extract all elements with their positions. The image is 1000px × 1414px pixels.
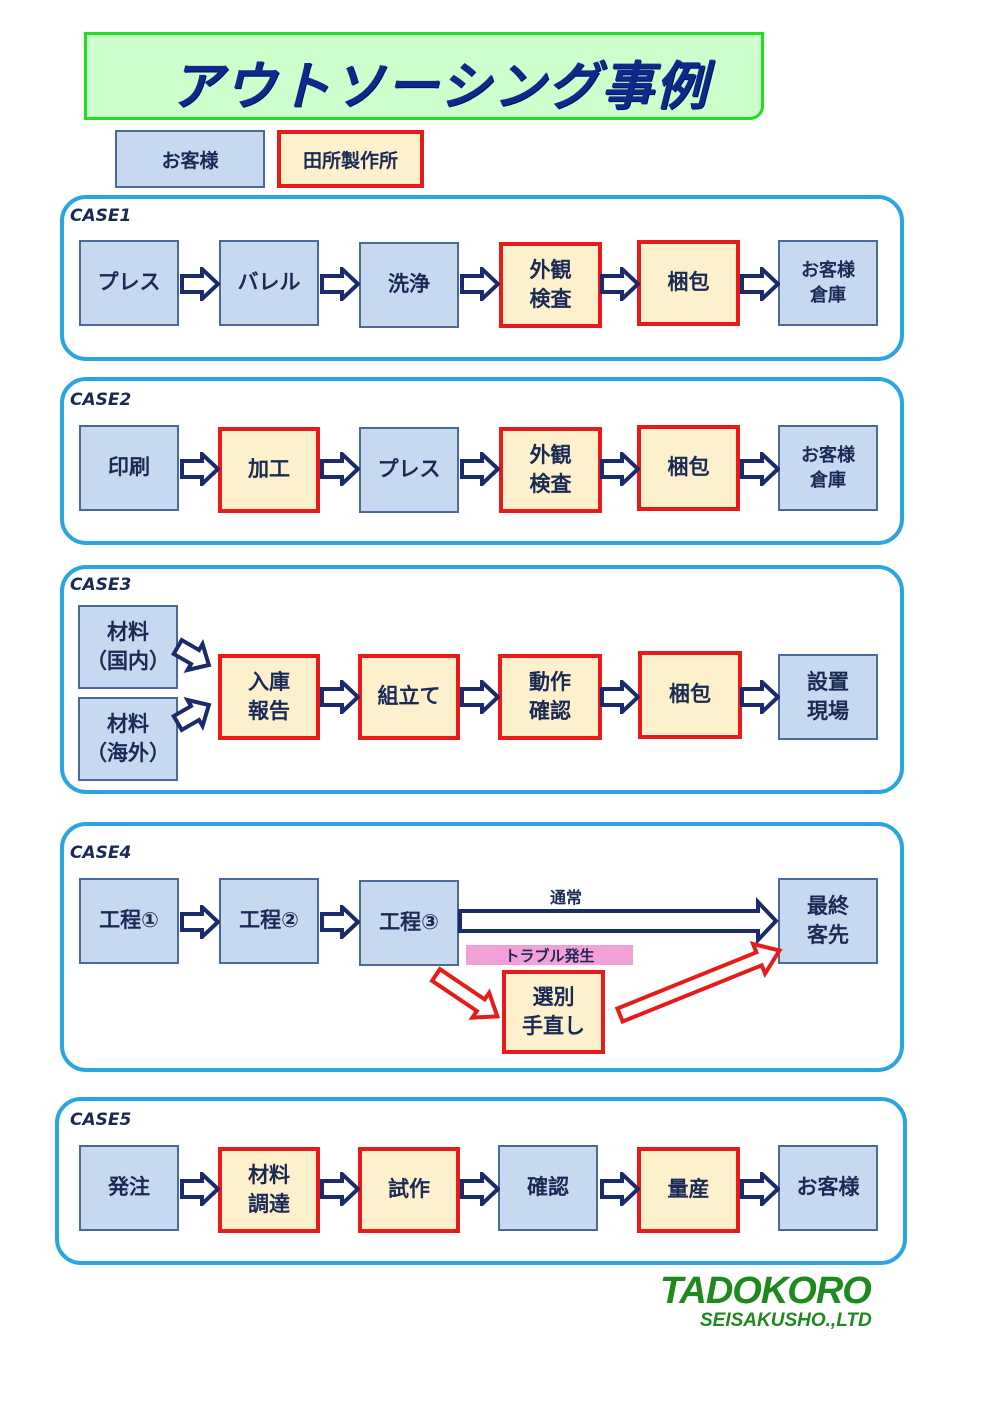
case-4-label: CASE4 (70, 843, 132, 863)
case-1-step-1: プレス (79, 240, 179, 326)
case-4-step-2: 工程② (219, 878, 319, 964)
case-3-label: CASE3 (70, 575, 132, 595)
company-logo-main: TADOKORO (660, 1270, 872, 1312)
case-5-step-5: 量産 (637, 1147, 740, 1233)
case-4-trouble-label: トラブル発生 (466, 945, 633, 965)
legend-tadokoro: 田所製作所 (277, 130, 424, 188)
case-1-label: CASE1 (70, 206, 132, 226)
case-3-panel (60, 565, 904, 794)
case-5-step-4: 確認 (498, 1145, 598, 1231)
case-3-step-5: 設置 現場 (778, 654, 878, 740)
case-1-step-2: バレル (219, 240, 319, 326)
case-4-normal-label: 通常 (550, 888, 583, 907)
case-3-step-1: 入庫 報告 (218, 654, 320, 740)
company-logo-sub: SEISAKUSHO.,LTD (700, 1310, 872, 1331)
case-5-step-1: 発注 (79, 1145, 179, 1231)
case-4-step-4: 最終 客先 (778, 878, 878, 964)
case-3-step-4: 梱包 (638, 651, 742, 739)
case-2-step-2: 加工 (218, 427, 320, 513)
case-5-label: CASE5 (70, 1110, 132, 1130)
case-5-step-2: 材料 調達 (218, 1147, 320, 1233)
page-title: アウトソーシング事例 (170, 57, 709, 117)
case-1-step-6: お客様 倉庫 (778, 240, 878, 326)
case-3-step-2: 組立て (358, 654, 460, 740)
case-4-trouble-step: 選別 手直し (502, 970, 605, 1054)
legend-customer: お客様 (115, 130, 265, 188)
case-3-input-2: 材料 （海外） (78, 697, 178, 781)
case-1-step-4: 外観 検査 (499, 242, 602, 328)
case-2-step-4: 外観 検査 (499, 427, 602, 513)
case-1-step-5: 梱包 (637, 240, 740, 326)
case-2-label: CASE2 (70, 390, 132, 410)
case-4-step-3: 工程③ (359, 880, 459, 966)
case-2-step-1: 印刷 (79, 425, 179, 511)
case-2-step-3: プレス (359, 427, 459, 513)
case-2-step-5: 梱包 (637, 425, 740, 511)
case-5-step-6: お客様 (778, 1145, 878, 1231)
case-5-step-3: 試作 (358, 1147, 460, 1233)
case-1-step-3: 洗浄 (359, 242, 459, 328)
case-3-step-3: 動作 確認 (498, 654, 602, 740)
case-2-step-6: お客様 倉庫 (778, 425, 878, 511)
case-4-step-1: 工程① (79, 878, 179, 964)
case-3-input-1: 材料 （国内） (78, 605, 178, 689)
title-banner (84, 32, 764, 120)
